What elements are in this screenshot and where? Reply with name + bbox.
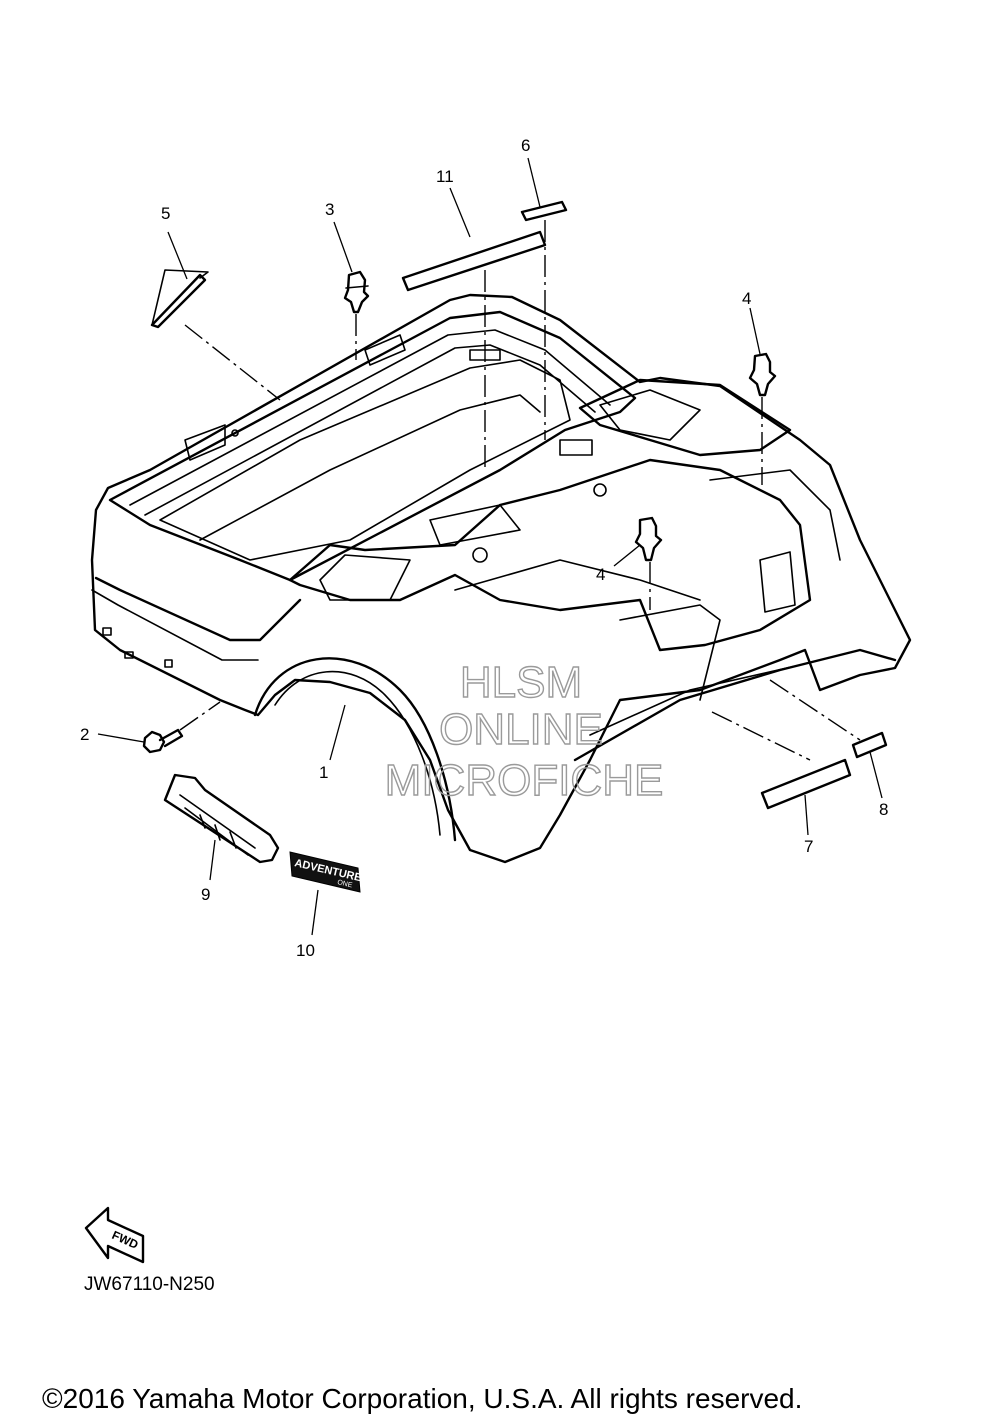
callout-8: 8	[879, 800, 888, 819]
rivet-part-2[interactable]	[142, 728, 184, 754]
watermark: HLSM ONLINE MICROFICHE	[384, 657, 664, 805]
diagram-code: JW67110-N250	[84, 1274, 215, 1295]
decal-part-10[interactable]: ADVENTURER ONE	[289, 851, 371, 893]
fwd-arrow-icon: FWD	[84, 1206, 145, 1264]
callout-4-lower: 4	[596, 565, 605, 584]
sticker-part-5[interactable]	[150, 269, 209, 329]
watermark-line-1: HLSM	[460, 658, 582, 707]
callout-3: 3	[325, 200, 334, 219]
strip-decal-part-11[interactable]	[401, 230, 547, 292]
callout-5: 5	[161, 204, 170, 223]
copyright-notice: ©2016 Yamaha Motor Corporation, U.S.A. A…	[42, 1383, 802, 1414]
decal-part-7[interactable]	[760, 758, 852, 810]
label-part-8[interactable]	[851, 731, 888, 759]
callout-6: 6	[521, 136, 530, 155]
label-part-6[interactable]	[520, 200, 568, 222]
clip-part-3[interactable]	[343, 270, 370, 314]
decal-text-one: ONE	[337, 879, 354, 889]
callout-2: 2	[80, 725, 89, 744]
callout-11: 11	[436, 167, 454, 186]
emblem-part-9[interactable]	[163, 773, 280, 864]
clip-part-4-upper[interactable]	[748, 352, 777, 397]
callout-numbers: 1 2 3 4 4 5 6 7 8 9 10 11	[80, 136, 888, 960]
callout-1: 1	[319, 763, 328, 782]
watermark-line-3: MICROFICHE	[385, 756, 664, 805]
callout-4-upper: 4	[742, 289, 751, 308]
watermark-line-2: ONLINE	[439, 705, 603, 754]
leader-lines	[97, 157, 883, 936]
rear-body-panel[interactable]	[90, 293, 912, 864]
callout-10: 10	[296, 941, 315, 960]
clip-part-4-lower[interactable]	[634, 516, 663, 562]
callout-9: 9	[201, 885, 210, 904]
callout-7: 7	[804, 837, 813, 856]
